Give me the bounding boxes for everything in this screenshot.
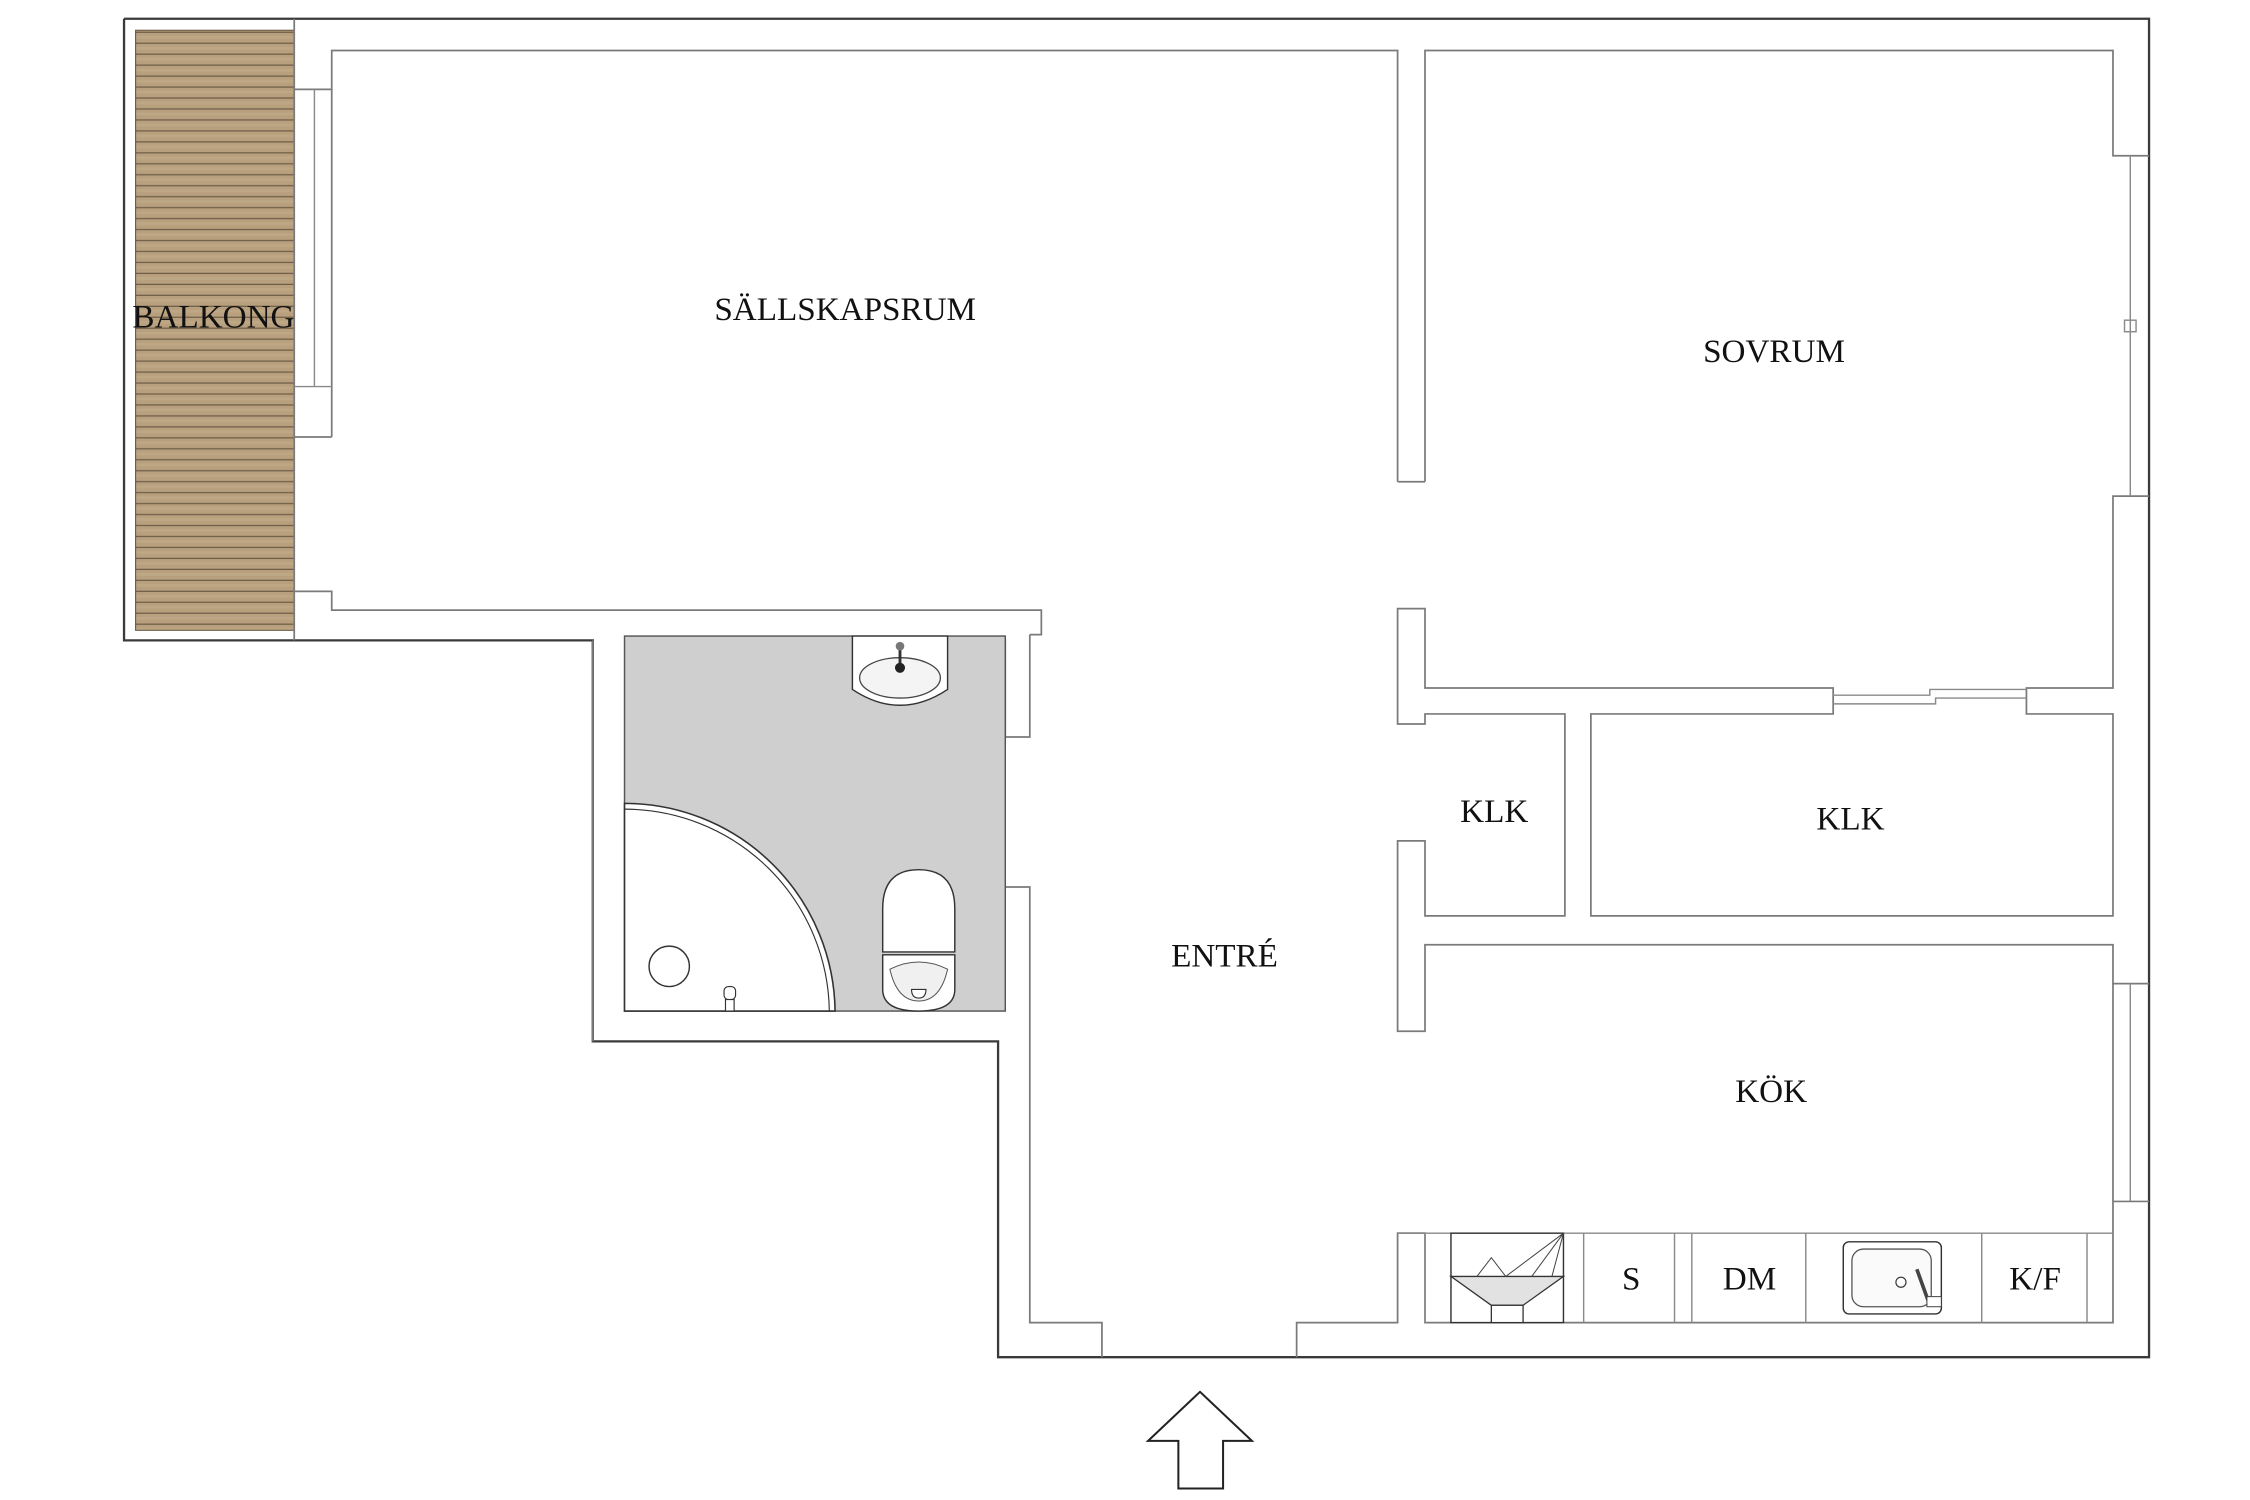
room-label-klk-small: KLK <box>1460 793 1528 830</box>
room-label-sallskapsrum: SÄLLSKAPSRUM <box>714 291 976 328</box>
room-labels: BALKONG SÄLLSKAPSRUM SOVRUM KLK KLK ENTR… <box>132 291 1884 1110</box>
room-label-sovrum: SOVRUM <box>1703 333 1845 370</box>
fridge-freezer-label: K/F <box>2009 1260 2061 1297</box>
room-label-klk-large: KLK <box>1816 800 1884 837</box>
outer-walls <box>122 17 2151 1359</box>
toilet-icon <box>881 868 956 1012</box>
washbasin-icon <box>851 635 949 706</box>
room-label-entre: ENTRÉ <box>1171 937 1278 974</box>
range-hood-icon <box>1448 1232 1566 1324</box>
entrance-arrow-icon <box>1145 1390 1255 1490</box>
room-label-balkong: BALKONG <box>132 298 294 335</box>
kitchen-sink-icon <box>1842 1241 1943 1315</box>
drain-icon <box>648 945 691 988</box>
room-label-kok: KÖK <box>1735 1073 1807 1110</box>
balcony <box>135 29 295 631</box>
bathroom <box>591 635 1007 1042</box>
kitchen-counter: S DM K/F <box>1397 1232 2113 1324</box>
shower-mixer-icon <box>723 985 737 1001</box>
inner-walls <box>294 49 2150 1358</box>
stove-label: S <box>1622 1260 1640 1297</box>
dishwasher-label: DM <box>1723 1260 1776 1297</box>
